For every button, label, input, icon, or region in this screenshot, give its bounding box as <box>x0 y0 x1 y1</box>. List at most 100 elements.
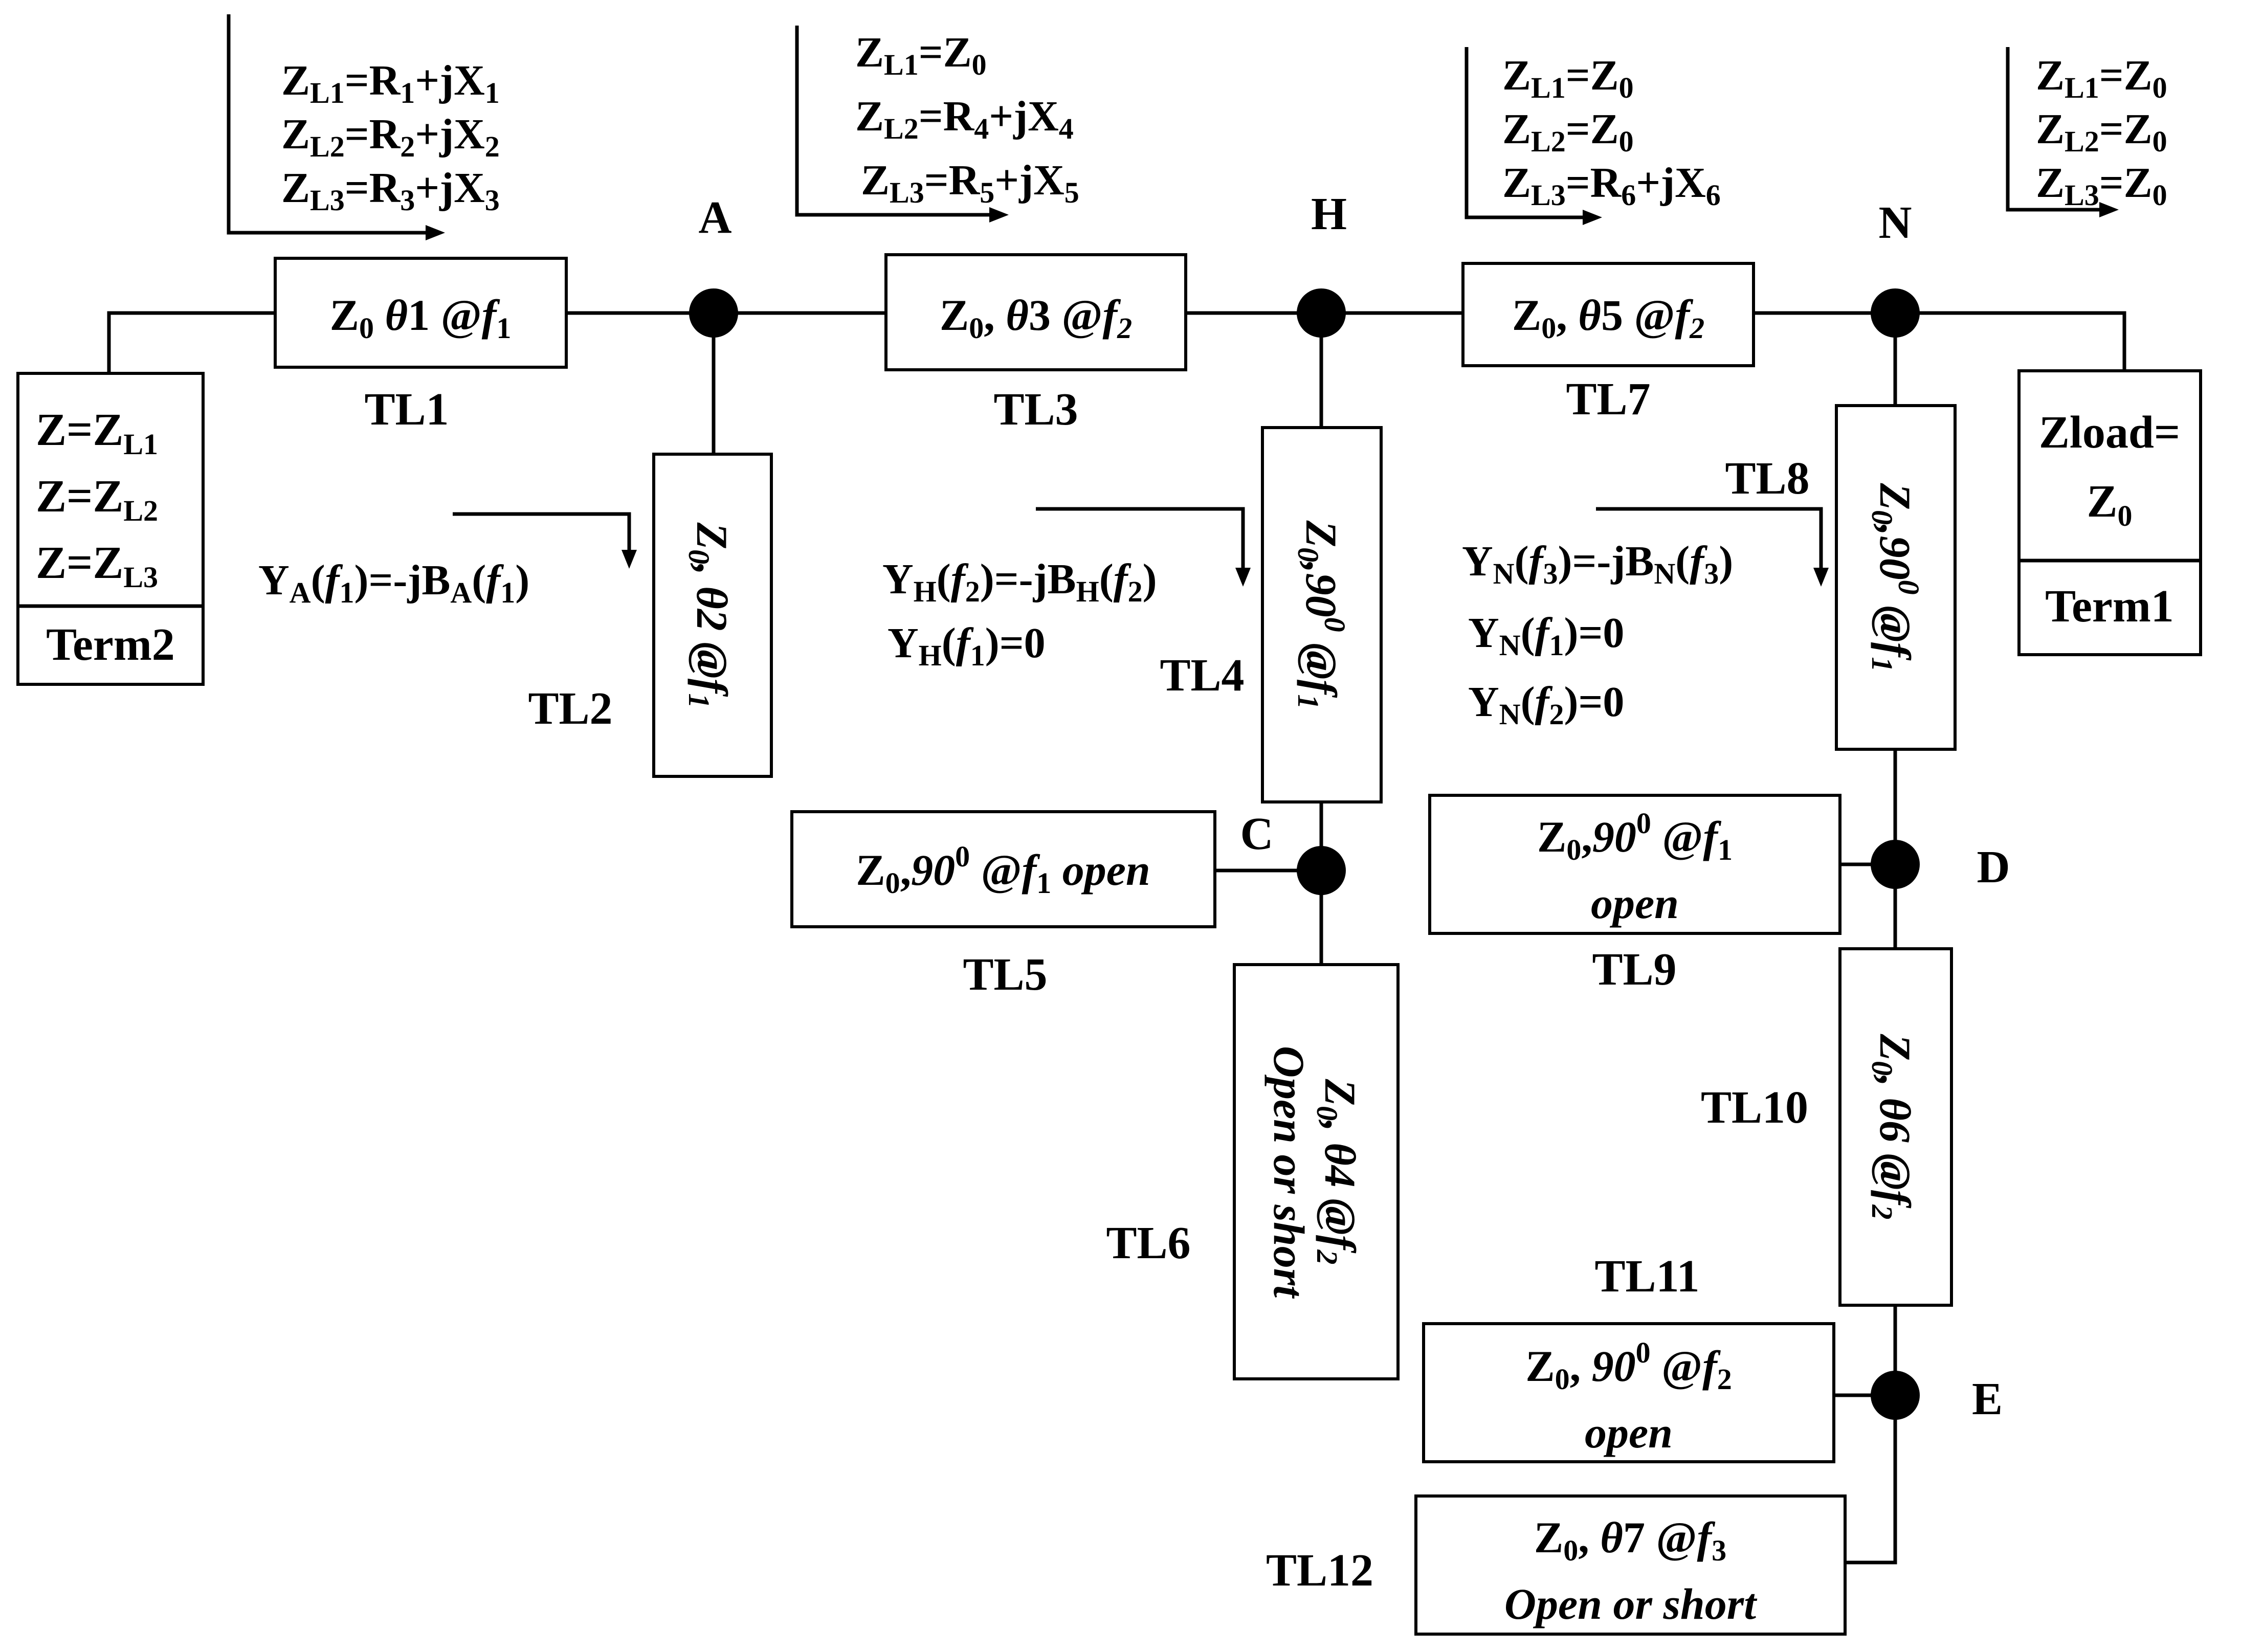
zin-arrowhead-tl1 <box>426 225 445 240</box>
tl12-box-text-2: Open or short <box>1504 1579 1758 1628</box>
eq-g3-zl3: ZL3=R6+jX6 <box>1502 159 1721 212</box>
label-tl6: TL6 <box>1106 1218 1190 1268</box>
eq-zl2-r2: ZL2=R2+jX2 <box>281 110 500 163</box>
zin-arrow-tl1 <box>227 14 440 235</box>
label-tl12: TL12 <box>1266 1545 1373 1596</box>
tl5-box-text: Z0,900 @f1 open <box>856 840 1150 900</box>
port-term1: Zload= Z0 Term1 <box>2017 369 2202 656</box>
node-label-c: C <box>1240 809 1274 859</box>
admit-group-n: YN(f3)=-jBN(f3) YN(f1)=0 YN(f2)=0 <box>1462 507 1829 731</box>
node-label-h: H <box>1311 189 1347 239</box>
tl6-box <box>1233 963 1400 1380</box>
node-label-n: N <box>1879 197 1912 248</box>
tl2-box-group: Z0, θ2 @f1 <box>652 453 773 778</box>
label-tl10: TL10 <box>1701 1082 1808 1133</box>
tl4-box-text: Z0,900 @f1 <box>1292 520 1351 709</box>
tl11-box <box>1422 1322 1835 1463</box>
admit-arrowhead-a <box>622 550 637 569</box>
tl11-box-text-2: open <box>1585 1408 1673 1457</box>
wire-term2-tl1 <box>107 311 275 373</box>
admit-arrow-n <box>1596 507 1823 581</box>
tl6-box-text-2: Open or short <box>1264 1046 1314 1299</box>
zin-arrowhead-load <box>2099 202 2119 217</box>
tl12-box-group: Z0, θ7 @f3 Open or short <box>1414 1494 1847 1636</box>
node-a <box>689 288 738 338</box>
tl5-box <box>790 810 1216 928</box>
eq-ya: YA(f1)=-jBA(f1) <box>258 556 529 609</box>
node-label-a: A <box>699 192 732 243</box>
wire-e-tl12 <box>1845 1395 1897 1565</box>
node-label-d: D <box>1977 842 2010 892</box>
admit-arrowhead-n <box>1813 568 1829 587</box>
tl3-box-text: Z0, θ3 @f2 <box>940 291 1132 345</box>
tl3-box <box>884 253 1187 371</box>
zin-arrow-load <box>2006 47 2113 212</box>
tl7-box <box>1461 262 1755 367</box>
term1-box <box>2017 369 2202 656</box>
label-tl3: TL3 <box>993 384 1078 435</box>
node-d <box>1871 840 1920 889</box>
label-tl9: TL9 <box>1592 944 1676 995</box>
eq-yn-f2: YN(f2)=0 <box>1468 678 1624 731</box>
tl10-box-text: Z0, θ6 @f2 <box>1866 1034 1920 1220</box>
eq-yn-f3: YN(f3)=-jBN(f3) <box>1462 538 1733 590</box>
tl6-box-text-1: Z0, θ4 @f2 <box>1311 1079 1365 1265</box>
tl12-box <box>1414 1494 1847 1636</box>
tl8-box-group: Z0,900 @f1 <box>1835 404 1957 751</box>
eq-g3-zl1: ZL1=Z0 <box>1502 52 1634 104</box>
label-tl11: TL11 <box>1594 1251 1699 1302</box>
zin-group-tl3: ZL1=Z0 ZL2=R4+jX4 ZL3=R5+jX5 <box>795 26 1079 222</box>
label-tl4: TL4 <box>1160 650 1244 701</box>
zin-group-tl1: ZL1=R1+jX1 ZL2=R2+jX2 ZL3=R3+jX3 <box>227 14 500 240</box>
eq-g4-zl2: ZL2=Z0 <box>2036 105 2167 158</box>
eq-g2-zl3: ZL3=R5+jX5 <box>861 157 1079 209</box>
tl10-box-group: Z0, θ6 @f2 <box>1838 947 1953 1307</box>
tl9-box-text-2: open <box>1591 879 1679 928</box>
eq-yh-f1: YH(f1)=0 <box>887 619 1046 672</box>
tl1-box-group: Z0 θ1 @f1 <box>274 257 568 369</box>
label-tl2: TL2 <box>528 683 612 734</box>
admit-arrow-a <box>453 512 631 563</box>
node-e <box>1871 1371 1920 1420</box>
tl5-box-group: Z0,900 @f1 open <box>790 810 1216 928</box>
eq-yn-f1: YN(f1)=0 <box>1468 609 1624 662</box>
tl9-box <box>1428 794 1841 935</box>
nodes <box>689 288 1920 1420</box>
node-n <box>1871 288 1920 338</box>
tl4-box-group: Z0,900 @f1 <box>1261 426 1383 803</box>
zin-group-tl7: ZL1=Z0 ZL2=Z0 ZL3=R6+jX6 <box>1465 47 1721 225</box>
zin-arrowhead-tl3 <box>989 207 1009 222</box>
zin-group-load: ZL1=Z0 ZL2=Z0 ZL3=Z0 <box>2006 47 2167 217</box>
node-label-e: E <box>1972 1374 2003 1424</box>
tl11-box-group: Z0, 900 @f2 open <box>1422 1322 1835 1463</box>
label-tl1: TL1 <box>364 384 449 435</box>
tl8-box <box>1835 404 1957 751</box>
tl9-box-text-1: Z0,900 @f1 <box>1537 807 1733 866</box>
tl1-box <box>274 257 568 369</box>
eq-g4-zl3: ZL3=Z0 <box>2036 159 2167 212</box>
zin-arrow-tl7 <box>1465 47 1596 219</box>
label-tl5: TL5 <box>963 949 1047 1000</box>
tl7-box-text: Z0, θ5 @f2 <box>1512 291 1704 345</box>
term2-z3: Z=ZL3 <box>36 538 158 594</box>
admit-arrowhead-h <box>1235 568 1251 587</box>
tl8-box-text: Z0,900 @f1 <box>1866 483 1925 672</box>
zin-arrowhead-tl7 <box>1583 210 1602 225</box>
eq-g2-zl1: ZL1=Z0 <box>855 29 987 81</box>
tl9-box-group: Z0,900 @f1 open <box>1428 794 1841 935</box>
tl1-box-text: Z0 θ1 @f1 <box>330 291 512 345</box>
eq-zl3-r3: ZL3=R3+jX3 <box>281 164 500 217</box>
node-c <box>1297 846 1346 895</box>
term1-line2: Z0 <box>2087 476 2132 532</box>
tl3-box-group: Z0, θ3 @f2 <box>884 253 1187 371</box>
tl6-box-group: Z0, θ4 @f2 Open or short <box>1233 963 1400 1380</box>
tl12-box-text-1: Z0, θ7 @f3 <box>1534 1513 1726 1567</box>
term2-box <box>16 372 205 686</box>
tl4-box <box>1261 426 1383 803</box>
node-h <box>1297 288 1346 338</box>
term2-label: Term2 <box>46 619 175 670</box>
admit-arrow-h <box>1036 507 1245 581</box>
term1-label: Term1 <box>2045 581 2174 632</box>
label-tl7: TL7 <box>1566 374 1650 425</box>
term2-z1: Z=ZL1 <box>36 405 158 461</box>
